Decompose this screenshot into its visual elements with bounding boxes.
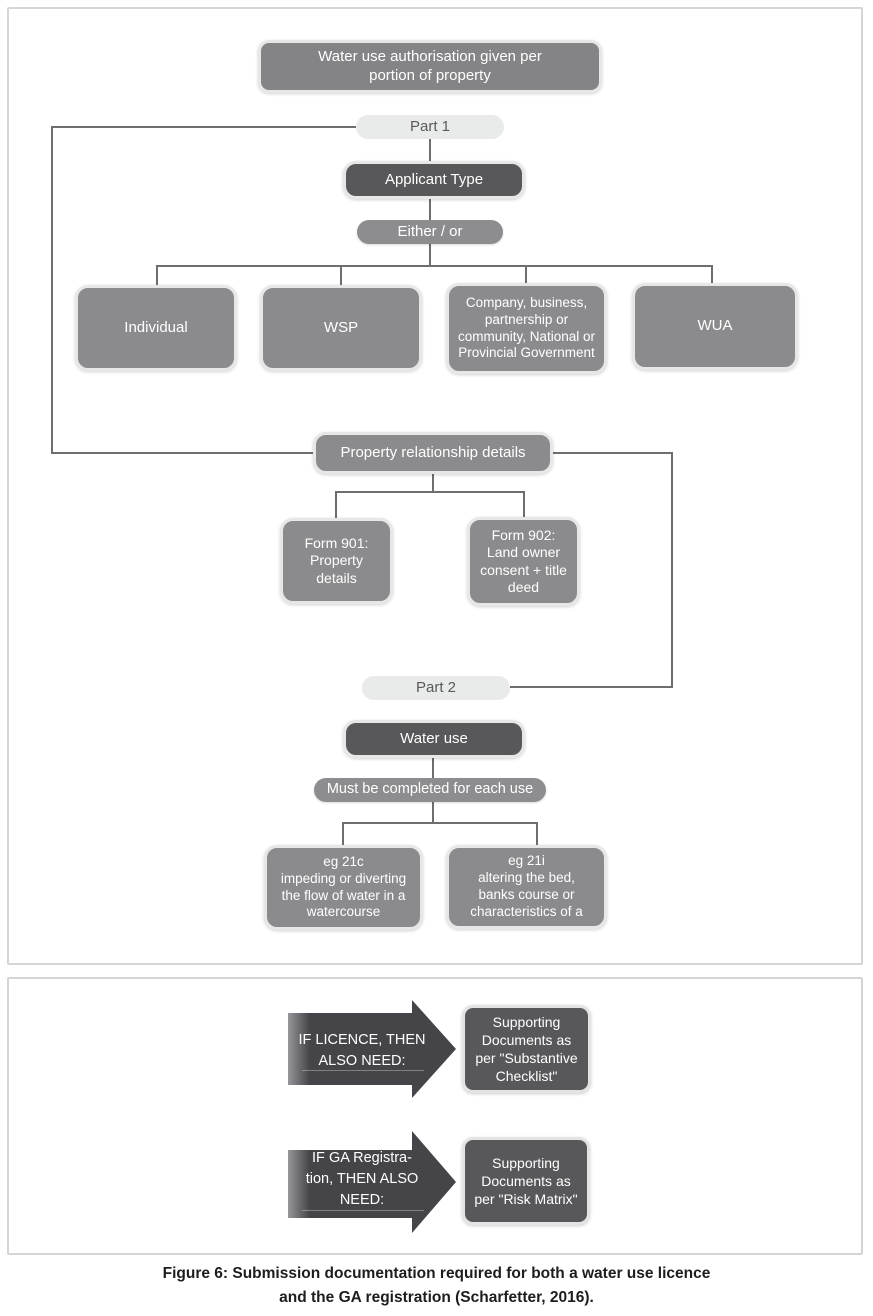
node-individual: Individual — [75, 285, 237, 371]
connector-line — [711, 265, 713, 284]
connector-line — [340, 265, 342, 286]
arrow-underline — [302, 1210, 424, 1211]
connector-line — [536, 822, 538, 846]
connector-line — [429, 198, 431, 221]
node-form-901: Form 901: Property details — [280, 518, 393, 604]
ga-arrow-label: IF GA Registra- tion, THEN ALSO NEED: — [305, 1150, 419, 1209]
licence-docs-box: Supporting Documents as per "Substantive… — [462, 1005, 591, 1093]
connector-line — [429, 137, 431, 162]
node-form-902: Form 902: Land owner consent + title dee… — [467, 517, 580, 606]
node-company: Company, business, partnership or commun… — [446, 283, 607, 374]
connector-line — [510, 686, 673, 688]
connector-line — [51, 126, 53, 454]
node-wsp: WSP — [260, 285, 422, 371]
ga-docs-box: Supporting Documents as per "Risk Matrix… — [462, 1137, 590, 1225]
connector-line — [429, 243, 431, 267]
node-eg-21c: eg 21c impeding or diverting the flow of… — [264, 845, 423, 930]
node-eg-21i: eg 21i altering the bed, banks course or… — [446, 845, 607, 929]
connector-line — [342, 822, 538, 824]
part2-label: Part 2 — [362, 676, 510, 700]
arrow-underline — [302, 1070, 424, 1071]
licence-arrow-label: IF LICENCE, THEN ALSO NEED: — [298, 1032, 426, 1070]
ga-arrow-shape — [288, 1131, 456, 1233]
legend-panel — [7, 977, 863, 1255]
connector-line — [671, 452, 673, 688]
connector-line — [342, 822, 344, 846]
part1-label: Part 1 — [356, 115, 504, 139]
node-applicant-type: Applicant Type — [343, 161, 525, 199]
connector-line — [525, 265, 527, 284]
connector-line — [335, 491, 337, 519]
connector-line — [335, 491, 525, 493]
connector-line — [51, 126, 356, 128]
connector-line — [523, 491, 525, 518]
figure-caption-line1: Figure 6: Submission documentation requi… — [162, 1265, 711, 1282]
figure-caption-line2: and the GA registration (Scharfetter, 20… — [279, 1289, 594, 1306]
must-complete-label: Must be completed for each use — [314, 778, 546, 802]
connector-line — [51, 452, 313, 454]
node-water-use-authorisation: Water use authorisation given per portio… — [258, 40, 602, 93]
node-water-use: Water use — [343, 720, 525, 758]
node-property-relationship: Property relationship details — [313, 432, 553, 474]
licence-arrow-shape — [288, 1000, 456, 1098]
connector-line — [553, 452, 673, 454]
connector-line — [156, 265, 713, 267]
connector-line — [432, 801, 434, 824]
connector-line — [432, 473, 434, 492]
node-wua: WUA — [632, 283, 798, 370]
either-or-label: Either / or — [357, 220, 503, 244]
connector-line — [432, 757, 434, 779]
connector-line — [156, 265, 158, 286]
figure-caption: Figure 6: Submission documentation requi… — [0, 1262, 873, 1310]
